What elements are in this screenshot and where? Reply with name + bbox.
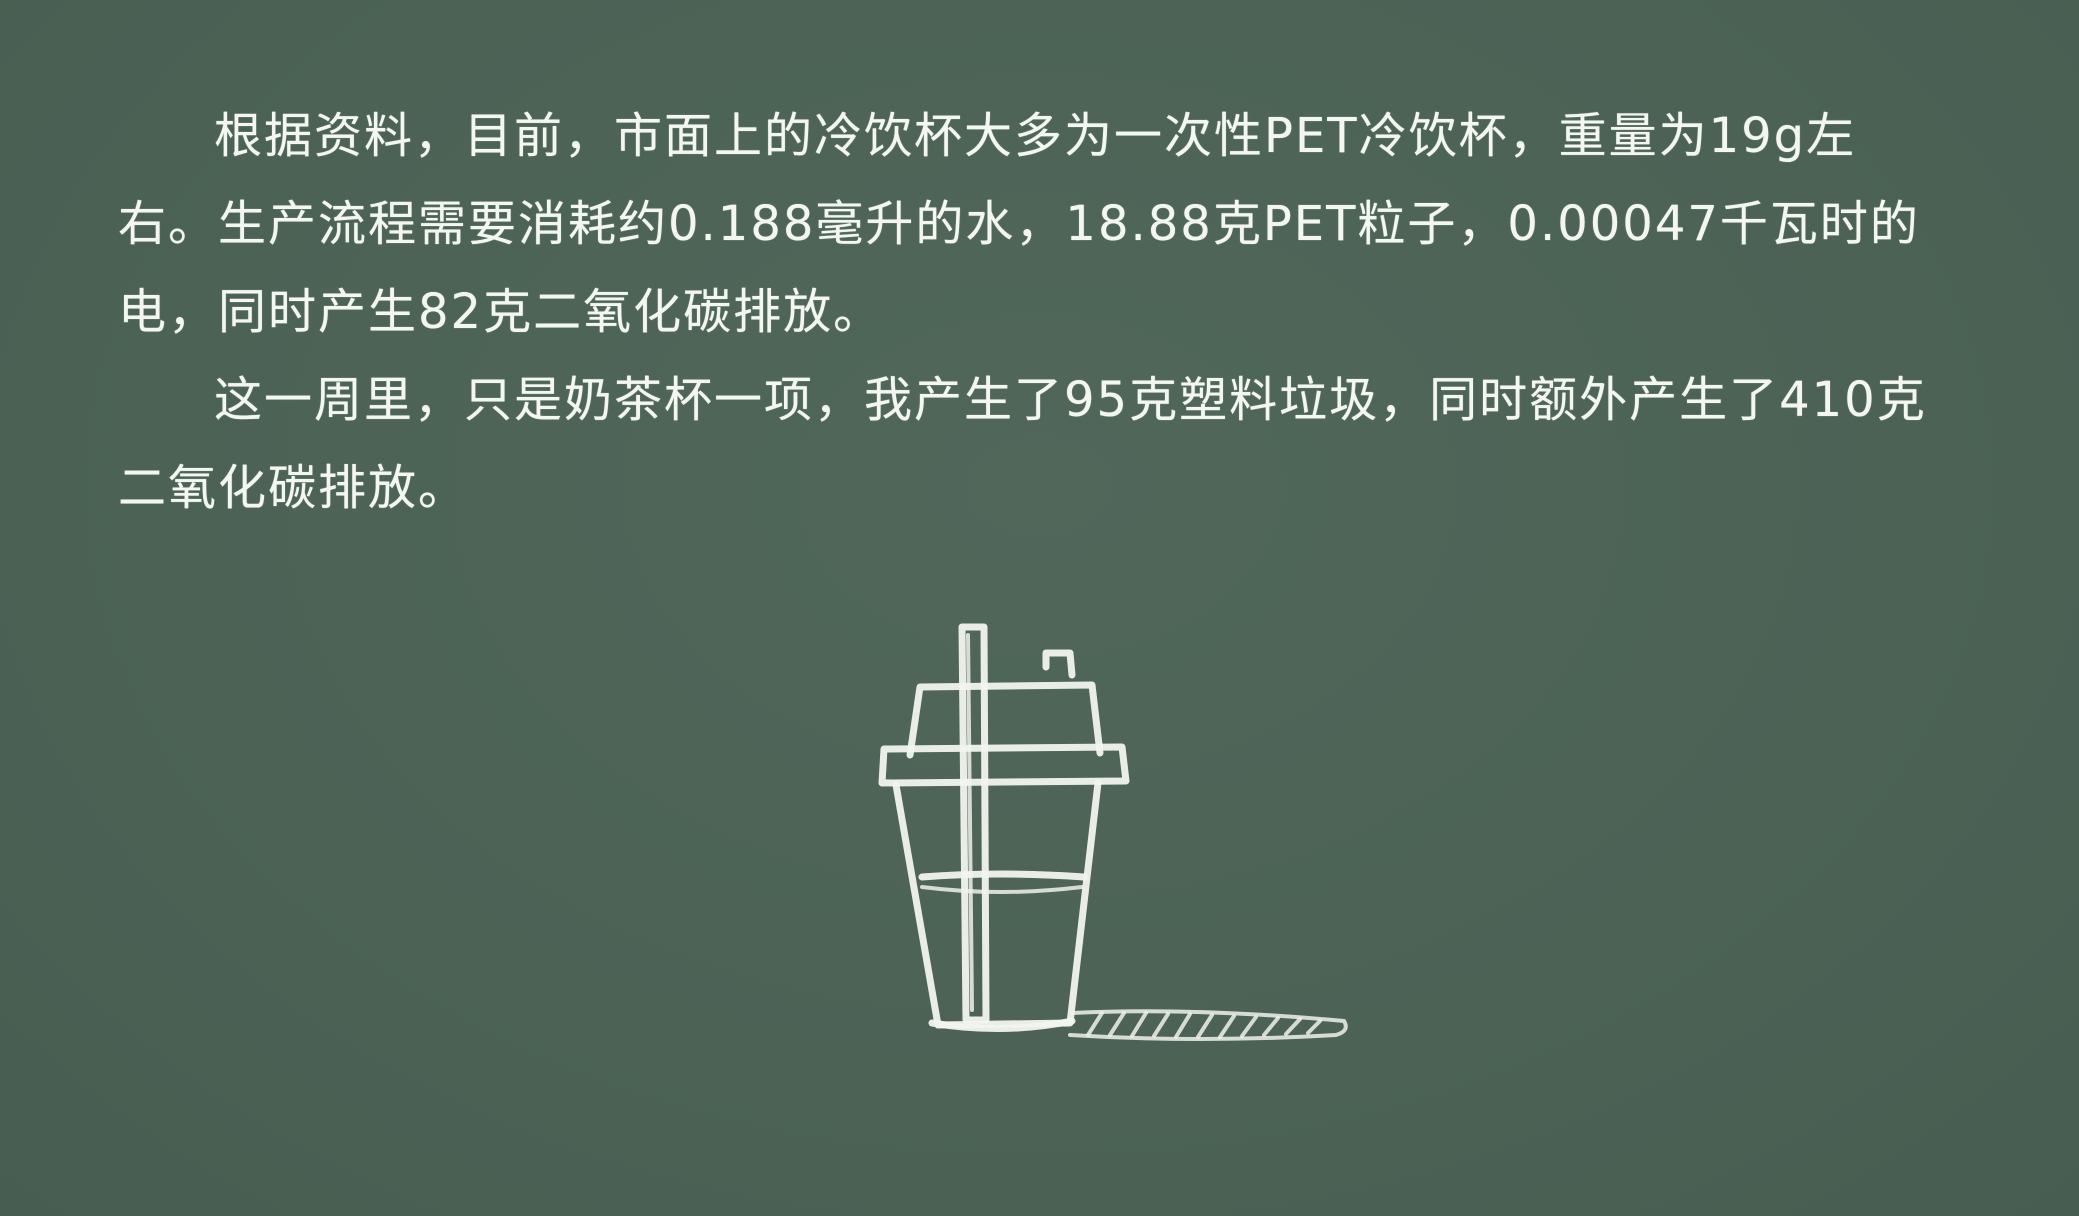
text-content: 根据资料，目前，市面上的冷饮杯大多为一次性PET冷饮杯，重量为19g左右。生产流… [118,92,1938,532]
paragraph-pet-cup-facts: 根据资料，目前，市面上的冷饮杯大多为一次性PET冷饮杯，重量为19g左右。生产流… [118,108,1920,340]
paragraph-weekly-impact: 这一周里，只是奶茶杯一项，我产生了95克塑料垃圾，同时额外产生了410克二氧化碳… [118,372,1927,516]
plastic-cup-with-straw-icon [860,615,1380,1075]
